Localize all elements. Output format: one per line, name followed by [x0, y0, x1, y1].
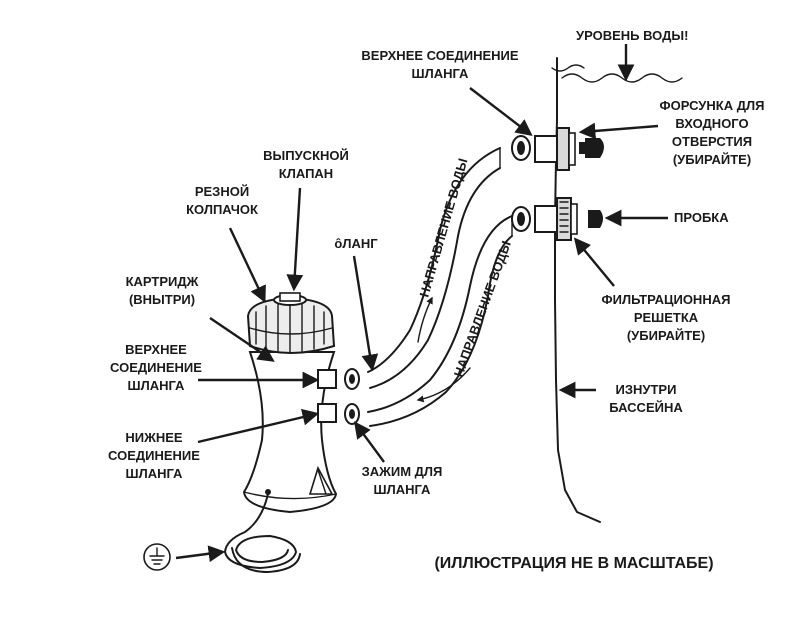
- lower-connection-label-line2: СОЕДИНЕНИЕ: [108, 448, 200, 463]
- not-to-scale-note: (ИЛЛЮСТРАЦИЯ НЕ В МАСШТАБЕ): [434, 555, 713, 572]
- inside-pool-label-line1: ИЗНУТРИ: [616, 382, 677, 397]
- lower-hose-end: [511, 206, 531, 232]
- upper-connection-label-line3: ШЛАНГА: [128, 378, 186, 393]
- strainer-label-line1: ФИЛЬТРАЦИОННАЯ: [602, 292, 731, 307]
- hose-label: ôЛАНГ: [334, 236, 378, 251]
- cartridge-label-line2: (ВНЫТРИ): [129, 292, 195, 307]
- water-surface: [561, 73, 683, 83]
- upper-hose-end: [511, 135, 531, 161]
- nozzle-label-line4: (УБИРАЙТЕ): [673, 152, 751, 167]
- ground-symbol-icon: [143, 543, 171, 571]
- top-upper-hose-connection-label-line1: ВЕРХНЕЕ СОЕДИНЕНИЕ: [361, 48, 518, 63]
- air-valve-label-line2: КЛАПАН: [279, 166, 333, 181]
- hose-clamp-label-line1: ЗАЖИМ ДЛЯ: [362, 464, 443, 479]
- lower-connection-label-line3: ШЛАНГА: [126, 466, 184, 481]
- nozzle-label-line2: ВХОДНОГО: [675, 116, 748, 131]
- cartridge-label-line1: КАРТРИДЖ: [126, 274, 199, 289]
- hose-clamp-label-line2: ШЛАНГА: [374, 482, 432, 497]
- pump-lower-connection: [317, 403, 337, 423]
- air-release-valve: [273, 292, 307, 306]
- threaded-cap-label-line1: РЕЗНОЙ: [195, 184, 249, 199]
- pump-upper-connection: [317, 369, 337, 389]
- filter-pump: [242, 351, 338, 514]
- upper-connection-label-line2: СОЕДИНЕНИЕ: [110, 360, 202, 375]
- water-flow-arrows: [416, 296, 471, 403]
- threaded-cap: [246, 296, 336, 354]
- lower-connection-label-line1: НИЖНЕЕ: [125, 430, 183, 445]
- upper-wall-fitting: [534, 127, 604, 171]
- water-flow-label-lower: НАПРАВЛЕНИЕ ВОДЫ: [451, 239, 514, 379]
- strainer-label-line3: (УБИРАЙТЕ): [627, 328, 705, 343]
- hose-to-lower-connection: [367, 215, 513, 427]
- water-flow-label-upper: НАПРАВЛЕНИЕ ВОДЫ: [416, 157, 470, 299]
- threaded-cap-label-line2: КОЛПАЧОК: [186, 202, 258, 217]
- water-level-label: УРОВЕНЬ ВОДЫ!: [576, 28, 688, 43]
- hose-to-upper-connection: [367, 147, 501, 389]
- inside-pool-label-line2: БАССЕЙНА: [609, 400, 683, 415]
- air-valve-label-line1: ВЫПУСКНОЙ: [263, 148, 349, 163]
- lower-wall-fitting: [534, 197, 603, 241]
- nozzle-label-line3: ОТВЕРСТИЯ: [672, 134, 752, 149]
- plug-label: ПРОБКА: [674, 210, 729, 225]
- nozzle-label-line1: ФОРСУНКА ДЛЯ: [660, 98, 765, 113]
- hose-clamps: [344, 368, 360, 425]
- upper-connection-label-line1: ВЕРХНЕЕ: [125, 342, 187, 357]
- pointer-arrows: [175, 44, 668, 563]
- top-upper-hose-connection-label-line2: ШЛАНГА: [412, 66, 470, 81]
- strainer-label-line2: РЕШЕТКА: [634, 310, 699, 325]
- power-cord: [224, 489, 301, 573]
